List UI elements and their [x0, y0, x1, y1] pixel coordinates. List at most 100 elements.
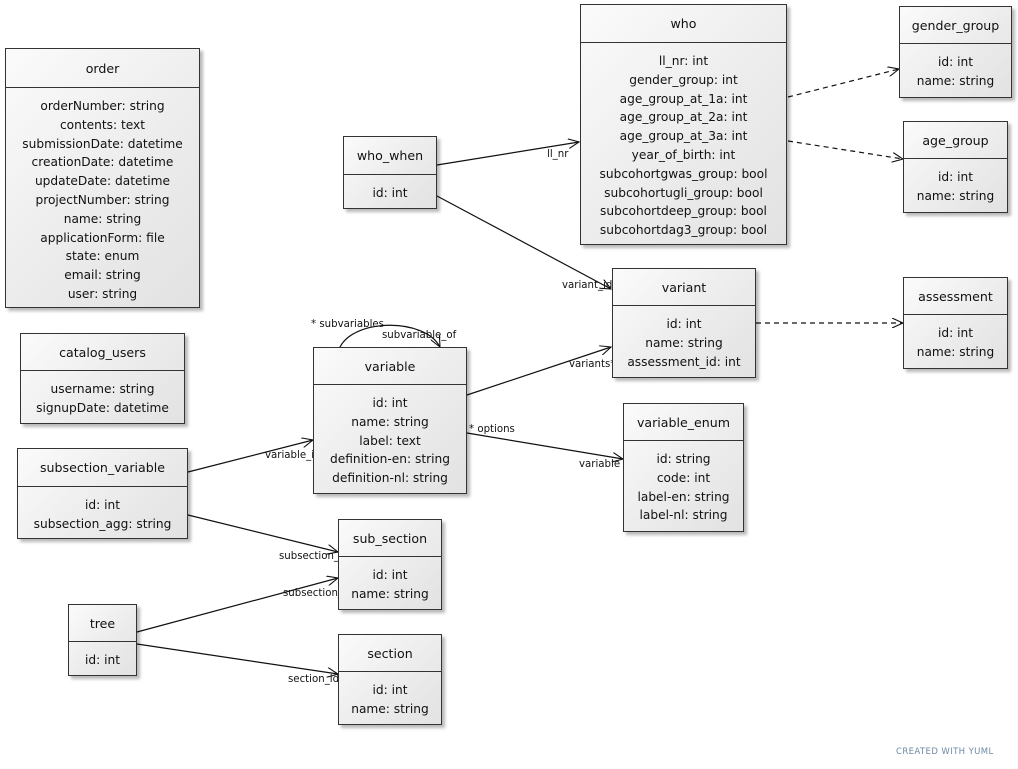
class-attribute: name: string	[351, 701, 429, 716]
class-attribute: orderNumber: string	[40, 99, 165, 113]
class-subsection_variable[interactable]: subsection_variable id: int subsection_agg…	[17, 448, 188, 539]
class-attribute: creationDate: datetime	[31, 155, 174, 170]
class-attribute: subcohortgwas_group: bool	[599, 166, 768, 181]
edge-label-subvariables: * subvariables	[311, 319, 384, 330]
created-with-yuml-footer: CREATED WITH YUML	[896, 747, 994, 757]
class-attribute: definition-nl: string	[332, 471, 448, 486]
class-who_when[interactable]: who_when id: int	[343, 136, 437, 209]
class-catalog_users[interactable]: catalog_users username: string signupDate:…	[20, 333, 185, 424]
class-attribute: name: string	[916, 344, 995, 359]
class-attributes: ll_nr: int gender_group: int age_group_at_…	[581, 43, 786, 240]
class-attributes: id: int name: string	[339, 672, 441, 719]
class-attribute: name: string	[645, 335, 723, 350]
class-attributes: id: int name: string label: text definition…	[314, 385, 466, 488]
class-attribute: id: int	[372, 683, 408, 697]
class-title: gender_group	[900, 7, 1011, 44]
class-attribute: updateDate: datetime	[34, 174, 171, 189]
class-attribute: id: int	[372, 186, 408, 200]
edge-label-section-id: section_id	[288, 674, 340, 685]
edge-label-variable-id: variable_id	[265, 450, 321, 461]
class-title: assessment	[904, 278, 1007, 315]
class-attributes: id: int	[344, 175, 436, 203]
class-attributes: id: int	[69, 642, 136, 670]
class-attribute: name: string	[351, 586, 429, 601]
class-attribute: code: int	[656, 470, 711, 485]
class-attribute: projectNumber: string	[35, 192, 170, 207]
class-attribute: id: int	[938, 170, 973, 184]
class-title: who_when	[344, 137, 436, 175]
class-attribute: id: int	[372, 568, 408, 582]
class-attribute: assessment_id: int	[627, 354, 741, 369]
class-attributes: id: int subsection_agg: string	[18, 487, 187, 534]
class-title: tree	[69, 605, 136, 642]
edge-subsection_variable-variable	[187, 440, 313, 473]
edge-label-subvariable-of: subvariable_of	[382, 330, 457, 341]
class-title: age_group	[904, 122, 1007, 159]
class-attribute: user: string	[67, 286, 138, 301]
class-attribute: subcohortugli_group: bool	[604, 185, 763, 200]
edge-tree-section	[136, 643, 338, 674]
class-title: variant	[613, 269, 755, 306]
edge-who_when-who	[436, 142, 579, 166]
edge-label-ll-nr: ll_nr	[547, 149, 569, 160]
class-attribute: signupDate: datetime	[36, 400, 169, 415]
class-attribute: name: string	[63, 211, 142, 226]
class-attribute: subcohortdag3_group: bool	[599, 223, 768, 238]
edge-label-variants: variants*	[569, 359, 616, 370]
class-attribute: definition-en: string	[330, 452, 450, 467]
class-attribute: name: string	[916, 73, 995, 88]
class-attribute: contents: text	[59, 117, 146, 132]
edge-variable-variant	[466, 347, 611, 396]
edge-label-variable: variable	[579, 459, 621, 470]
class-attribute: ll_nr: int	[658, 54, 709, 68]
edge-variable-variable_enum	[467, 433, 623, 459]
class-attribute: age_group_at_3a: int	[619, 129, 748, 144]
class-attributes: username: string signupDate: datetime	[21, 371, 184, 418]
class-attribute: state: enum	[65, 249, 140, 264]
class-title: sub_section	[339, 520, 441, 557]
class-attribute: id: int	[938, 55, 973, 69]
class-attribute: subsection_agg: string	[33, 516, 172, 531]
class-attribute: subcohortdeep_group: bool	[600, 204, 767, 219]
class-attribute: id: int	[85, 498, 120, 512]
class-title: order	[6, 49, 199, 88]
edge-label-options: * options	[469, 424, 515, 435]
class-who[interactable]: who ll_nr: int gender_group: int age_group_…	[580, 4, 787, 245]
class-attribute: id: int	[372, 396, 408, 410]
class-attribute: id: int	[85, 653, 120, 667]
class-sub_section[interactable]: sub_section id: int name: string	[338, 519, 442, 610]
class-gender_group[interactable]: gender_group id: int name: string	[899, 6, 1012, 98]
edge-label-subsection-id-1: subsection_id	[279, 551, 349, 562]
class-attribute: label-en: string	[637, 489, 730, 504]
class-tree[interactable]: tree id: int	[68, 604, 137, 676]
class-title: who	[581, 5, 786, 43]
edge-who-gender_group	[787, 69, 899, 98]
class-attribute: age_group_at_1a: int	[619, 91, 748, 106]
class-attributes: id: int name: string assessment_id: int	[613, 306, 755, 371]
edge-who-age_group	[787, 140, 903, 159]
class-attributes: id: int name: string	[900, 44, 1011, 91]
class-attributes: id: int name: string	[339, 557, 441, 604]
class-title: catalog_users	[21, 334, 184, 371]
class-attribute: name: string	[351, 414, 429, 429]
class-attribute: gender_group: int	[629, 72, 738, 87]
class-variant[interactable]: variant id: int name: string assessment_id:…	[612, 268, 756, 378]
class-attribute: label: text	[359, 433, 421, 448]
edge-variable-self	[340, 324, 440, 347]
class-attribute: username: string	[50, 382, 155, 396]
class-attribute: id: int	[666, 317, 702, 331]
class-title: subsection_variable	[18, 449, 187, 487]
class-attribute: label-nl: string	[639, 508, 728, 523]
edge-subsection_variable-sub_section	[187, 514, 338, 552]
